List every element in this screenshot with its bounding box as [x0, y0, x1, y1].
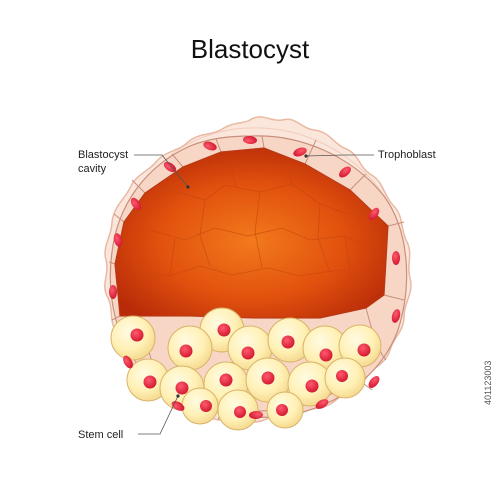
trophoblast-nucleus [368, 207, 380, 221]
trophoblast-nucleus [163, 161, 177, 173]
trophoblast-nucleus [339, 166, 351, 178]
stem-cell [338, 324, 382, 368]
stock-id: 401123003 [483, 361, 493, 405]
stem-cell-leader-dot [176, 394, 180, 398]
trophoblast-leader-line [305, 154, 374, 157]
cavity-leader-line [134, 154, 189, 188]
trophoblast-nucleus [203, 141, 217, 151]
trophoblast-nucleus [315, 399, 329, 409]
trophoblast-nucleus [113, 233, 123, 247]
trophoblast-label: Trophoblast [378, 149, 436, 161]
stem-cell [167, 325, 213, 371]
trophoblast-nucleus [293, 147, 307, 157]
trophoblast-nucleus [368, 376, 380, 388]
trophoblast-nucleus [243, 135, 257, 145]
blastocyst-cavity-label-line1: Blastocyst [78, 149, 128, 161]
blastocyst-cavity [114, 147, 389, 319]
diagram-title: Blastocyst [191, 34, 310, 64]
inner-cell-mass [110, 307, 382, 431]
blastocyst-cavity-label-line2: cavity [78, 163, 107, 175]
cavity-texture [134, 159, 376, 279]
trophoblast-leader-dot [304, 154, 308, 158]
trophoblast-nucleus [109, 285, 117, 299]
stem-cell [266, 391, 304, 429]
stem-cell [110, 315, 156, 361]
cavity-leader-dot [186, 185, 190, 189]
trophoblast-nucleus [130, 197, 142, 211]
stem-cell-leader-line [138, 395, 179, 435]
stem-cell-label: Stem cell [78, 429, 123, 441]
trophoblast-nucleus [123, 355, 133, 369]
trophoblast-nuclei [109, 135, 401, 420]
trophoblast-nucleus [249, 410, 263, 420]
stem-cell [324, 357, 366, 399]
trophoblast-nucleus [391, 309, 401, 323]
stem-cell [217, 389, 259, 431]
stem-cell [181, 387, 219, 425]
trophoblast-nucleus [392, 251, 400, 265]
